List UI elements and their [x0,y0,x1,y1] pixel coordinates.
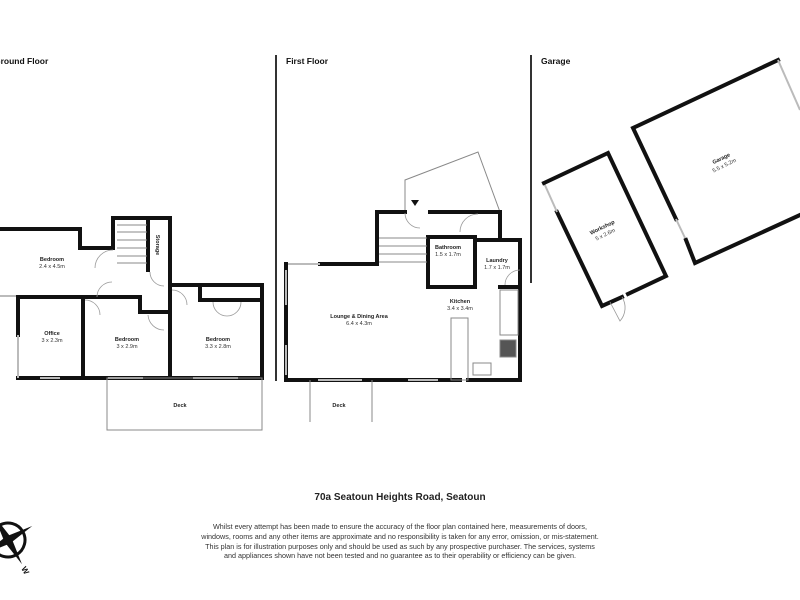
compass-label-west: W [19,565,31,576]
room-label: Office [44,331,60,337]
room-dimensions: 2.4 x 4.5m [39,264,65,270]
room-label: Kitchen [450,299,471,305]
property-address: 70a Seatoun Heights Road, Seatoun [314,492,486,503]
room-label: Bathroom [435,245,461,251]
room-dimensions: 1.5 x 1.7m [435,252,461,258]
room-dimensions: 3 x 2.3m [41,338,63,344]
garage-plan [541,57,800,322]
room-label: Deck [332,403,346,409]
disclaimer-text: Whilst every attempt has been made to en… [201,522,599,561]
room-dimensions: 6.4 x 4.3m [346,321,372,327]
first-floor-plan [284,151,522,422]
first-floor-title: First Floor [286,56,329,66]
room-label: Laundry [486,258,509,264]
room-dimensions: 3 x 2.9m [116,344,138,350]
ground-floor-title: Ground Floor [0,56,49,66]
room-label: Bedroom [40,257,64,263]
room-dimensions: 3.4 x 3.4m [447,306,473,312]
room-label: Lounge & Dining Area [330,314,388,320]
ground-floor-plan [0,216,264,431]
room-dimensions: 3.3 x 2.8m [205,344,231,350]
room-label: Bedroom [206,337,230,343]
room-label: Storage [154,235,160,255]
room-label: Deck [173,403,187,409]
compass-icon: S W [0,515,33,576]
garage-section-title: Garage [541,56,571,66]
room-dimensions: 1.7 x 1.7m [484,265,510,271]
room-label: Bedroom [115,337,139,343]
